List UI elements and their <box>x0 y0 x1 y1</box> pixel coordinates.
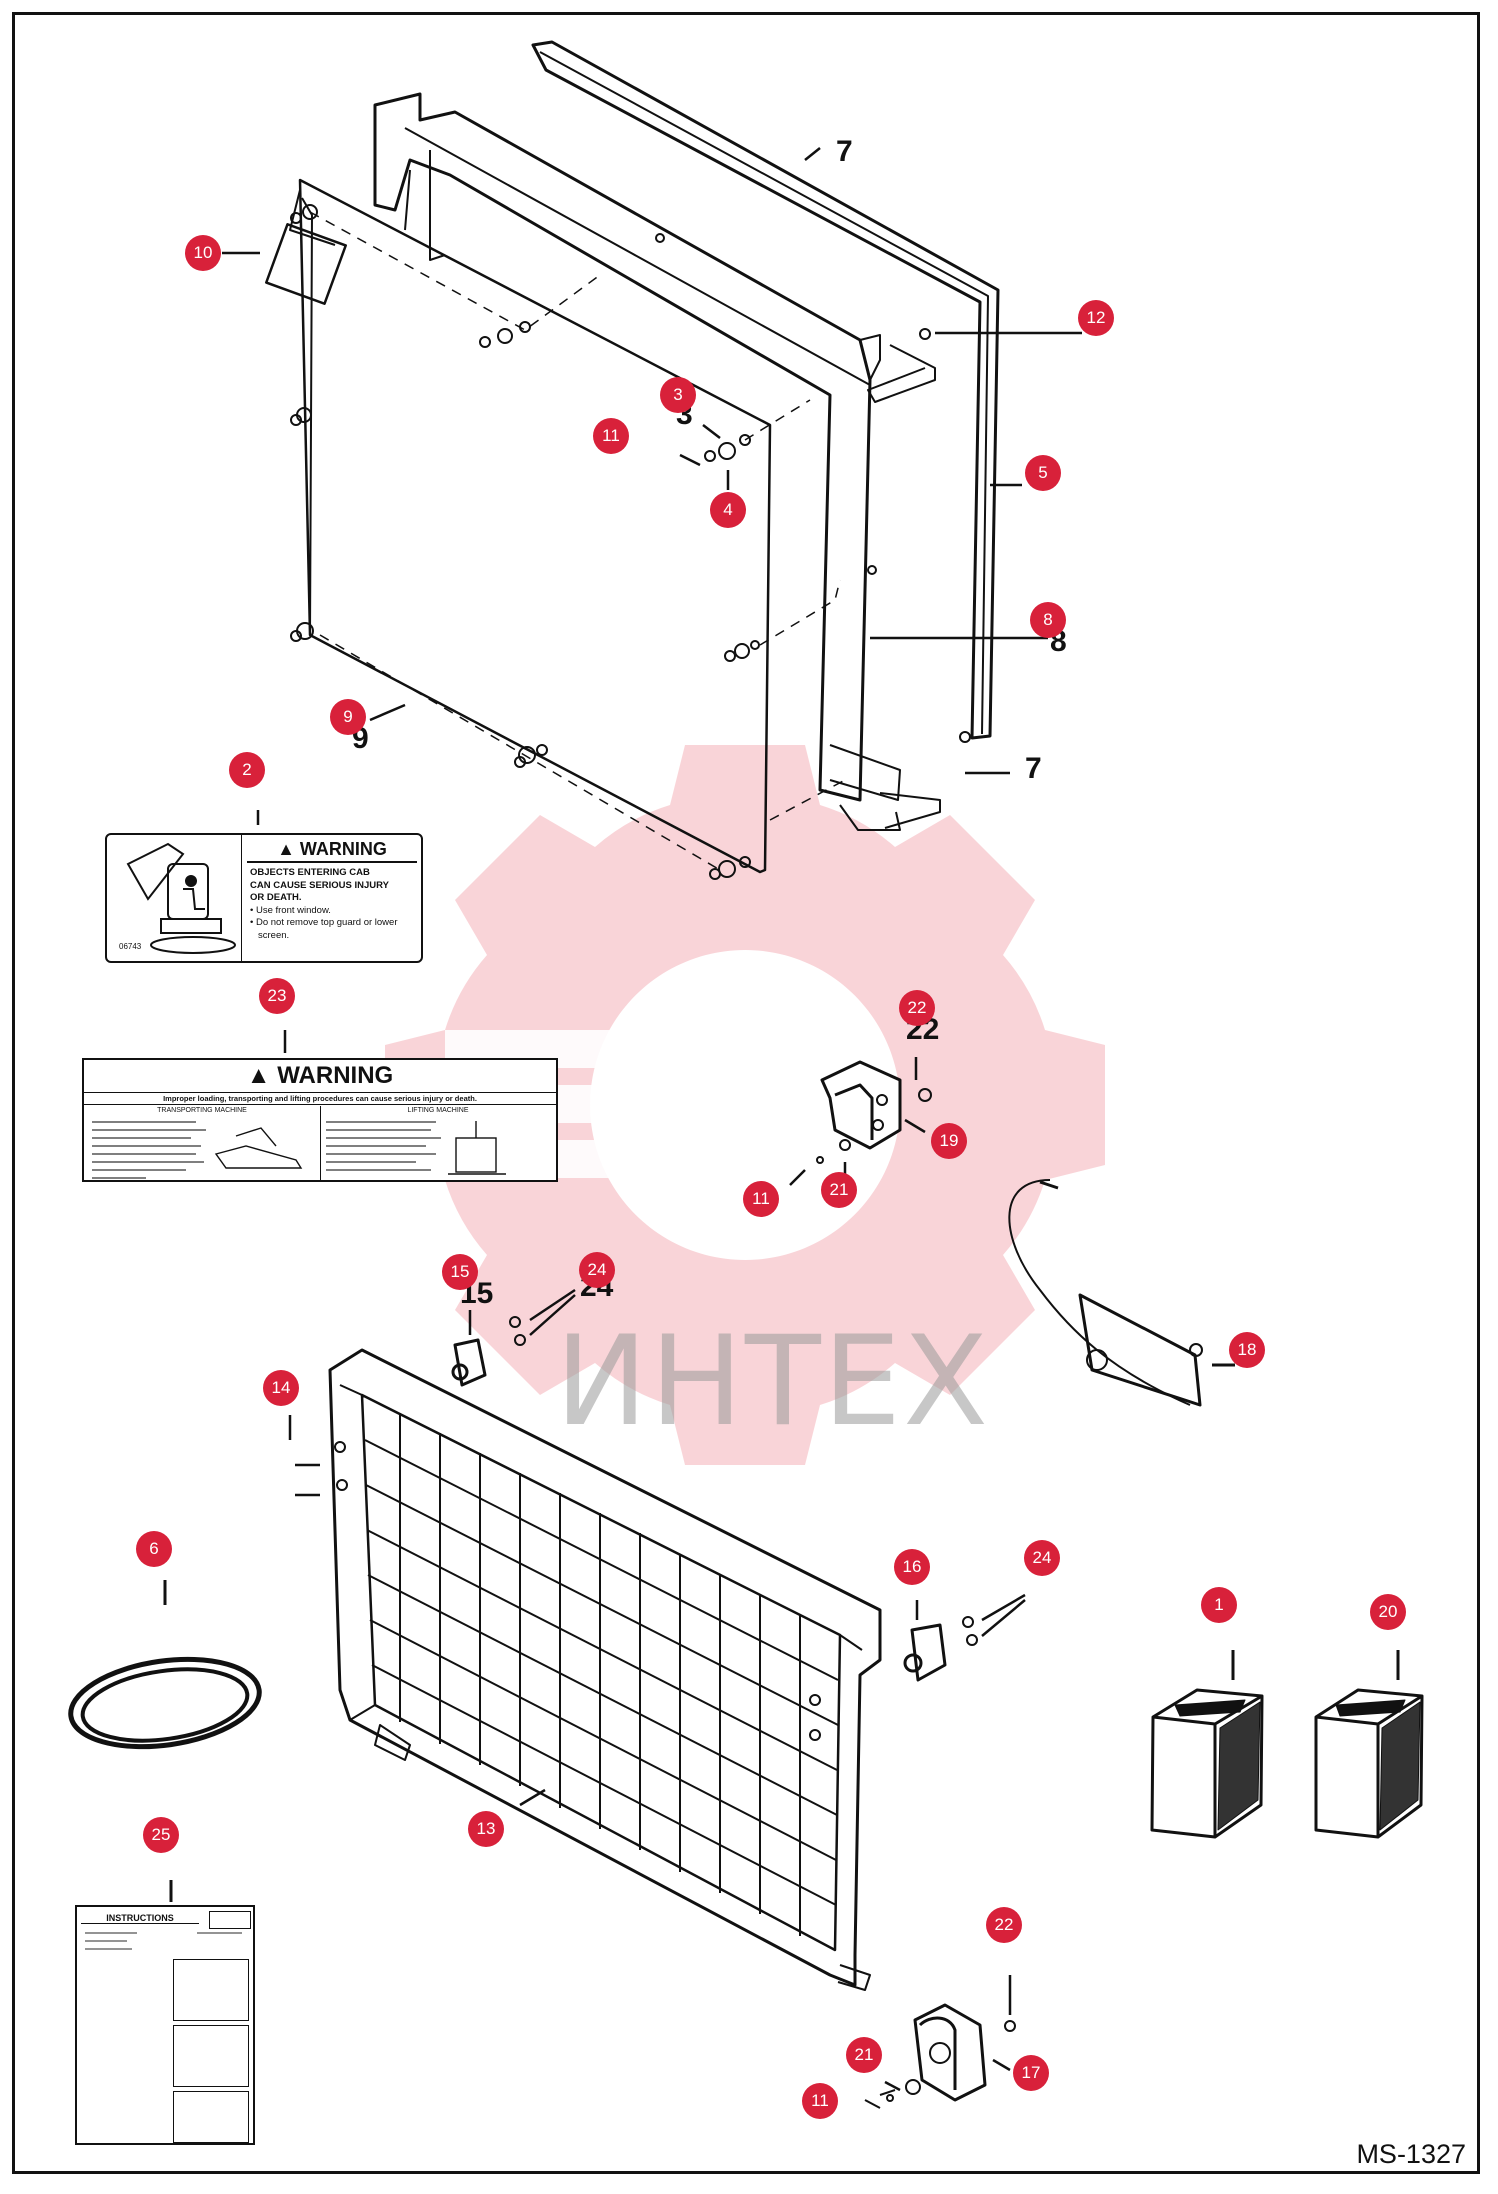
callout-marker: 16 <box>894 1549 930 1585</box>
callout-marker: 24 <box>1024 1540 1060 1576</box>
instructions-text-lines <box>85 1932 242 1950</box>
callout-marker: 18 <box>1229 1332 1265 1368</box>
instructions-sheet-part-25: INSTRUCTIONS <box>75 1905 255 2145</box>
callout-marker: 23 <box>259 978 295 1014</box>
bracket-part-19 <box>789 1057 932 1186</box>
lower-screen-part-13 <box>288 1348 882 1991</box>
callout-marker: 1 <box>1201 1587 1237 1623</box>
callout-marker: 11 <box>802 2083 838 2119</box>
frame-rear-part-7 <box>531 40 1000 740</box>
callout-marker: 19 <box>931 1123 967 1159</box>
warning-triangle-icon: ▲ <box>246 1062 271 1089</box>
operator-cab-pictogram-icon: 06743 <box>119 842 236 954</box>
callout-marker: 8 <box>1030 602 1066 638</box>
callout-marker: 22 <box>986 1907 1022 1943</box>
callout-marker: 13 <box>468 1811 504 1847</box>
hinge-part-15 <box>451 1288 576 1387</box>
decal-2-bullet: screen. <box>258 929 290 941</box>
warning-decal-part-23: ▲ WARNING Improper loading, transporting… <box>82 1058 558 1182</box>
callout-marker: 5 <box>1025 455 1061 491</box>
warning-triangle-icon: ▲ <box>277 839 295 859</box>
callout-marker: 4 <box>710 492 746 528</box>
decal-2-heading: WARNING <box>299 839 387 859</box>
decal-23-subline: Improper loading, transporting and lifti… <box>84 1092 556 1105</box>
decal-2-text: OBJECTS ENTERING CAB CAN CAUSE SERIOUS I… <box>250 867 422 942</box>
watermark-brand-text: ИНТЕХ <box>555 1310 991 1454</box>
decal-23-column-right: LIFTING MACHINE <box>407 1107 469 1114</box>
callout-marker: 24 <box>579 1252 615 1288</box>
hinge-part-16 <box>903 1593 1026 1682</box>
drawing-border <box>12 12 1480 2174</box>
callout-marker: 20 <box>1370 1594 1406 1630</box>
instructions-title: INSTRUCTIONS <box>81 1913 199 1924</box>
decal-2-heading-row: ▲ WARNING <box>247 839 417 863</box>
glass-pack-part-20 <box>1314 1650 1424 1839</box>
part-number-label: 7 <box>836 135 853 168</box>
decal-2-line: OR DEATH. <box>250 892 302 903</box>
callout-marker: 21 <box>846 2037 882 2073</box>
callout-marker: 10 <box>185 235 221 271</box>
decal-2-line: CAN CAUSE SERIOUS INJURY <box>250 879 390 891</box>
callout-marker: 12 <box>1078 300 1114 336</box>
decal-23-heading: WARNING <box>277 1062 394 1089</box>
hinge-part-17 <box>864 1975 1016 2109</box>
sheet-identifier: MS-1327 <box>1356 2139 1466 2169</box>
callout-marker: 6 <box>136 1531 172 1567</box>
seal-coil-part-6 <box>68 1580 262 1750</box>
decal-23-text-lines <box>92 1121 506 1179</box>
cable-lock-part-18 <box>1008 1179 1235 1407</box>
callout-marker: 22 <box>899 990 935 1026</box>
part-number-label: 7 <box>1025 752 1042 785</box>
decal-2-bullet: • Do not remove top guard or lower <box>250 917 398 928</box>
decal-23-column-left: TRANSPORTING MACHINE <box>157 1107 247 1114</box>
callout-marker: 21 <box>821 1172 857 1208</box>
callout-marker: 11 <box>593 418 629 454</box>
callout-marker: 9 <box>330 699 366 735</box>
callout-marker: 11 <box>743 1181 779 1217</box>
decal-2-line: OBJECTS ENTERING CAB <box>250 867 370 878</box>
callout-marker: 2 <box>229 752 265 788</box>
callout-marker: 17 <box>1013 2055 1049 2091</box>
decal-2-bullet: • Use front window. <box>250 904 331 916</box>
svg-text:06743: 06743 <box>119 942 142 951</box>
warning-decal-part-2: 06743 ▲ WARNING OBJECTS ENTERING CAB CAN… <box>105 833 423 963</box>
decal-23-heading-row: ▲ WARNING <box>84 1062 556 1090</box>
callout-marker: 15 <box>442 1254 478 1290</box>
top-guard-frame-part-8 <box>373 92 872 802</box>
callout-marker: 25 <box>143 1817 179 1853</box>
callout-marker: 3 <box>660 377 696 413</box>
callout-marker: 14 <box>263 1370 299 1406</box>
glass-pack-part-1 <box>1150 1650 1264 1839</box>
